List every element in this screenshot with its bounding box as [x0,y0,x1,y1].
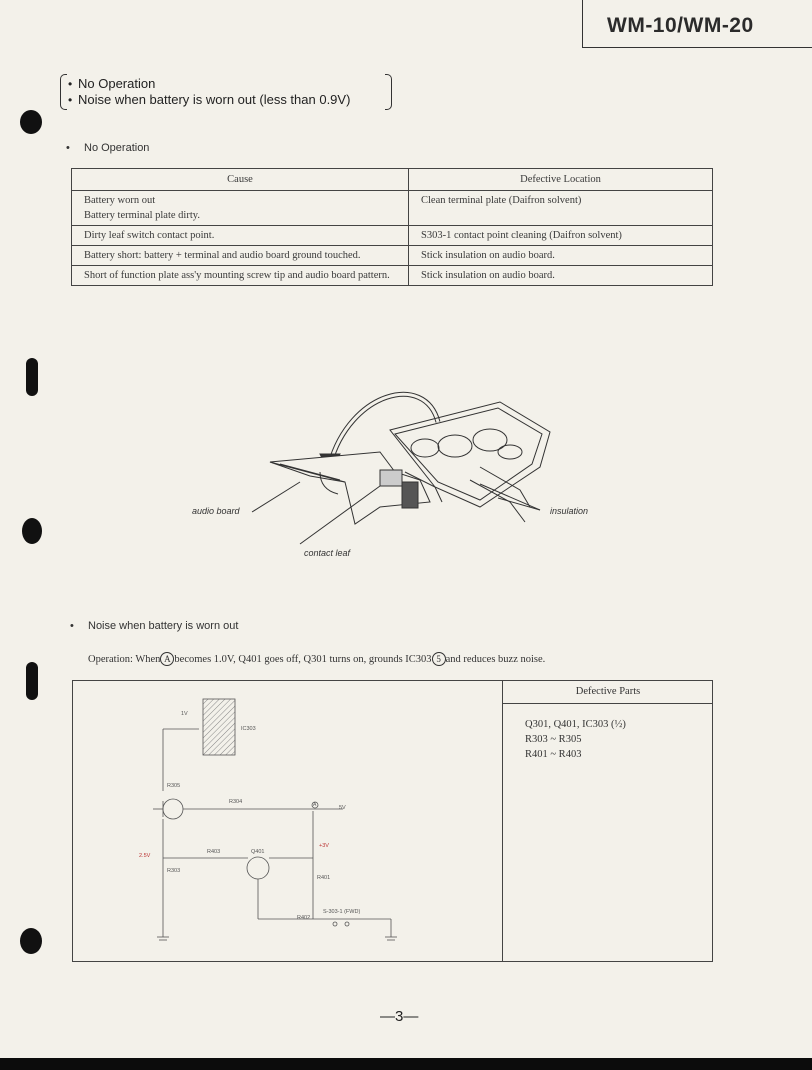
section-heading-no-operation: •No Operation [66,142,150,154]
model-title: WM-10/WM-20 [607,14,754,37]
schem-label-a: A [313,802,317,808]
punch-hole-4 [26,662,38,700]
schem-label-r403: R403 [207,849,221,855]
defective-part-item: R303 ~ R305 [525,734,582,745]
header-box [582,0,812,48]
label-contact-leaf: contact leaf [304,548,351,558]
cause-cell: Dirty leaf switch contact point. [71,225,409,246]
table-row: Short of function plate ass'y mounting s… [71,265,713,286]
table-row: Battery short: battery + terminal and au… [71,245,713,266]
location-cell: Clean terminal plate (Daifron solvent) [408,190,713,226]
schem-label-switch: S-303-1 (FWD) [323,909,361,915]
cause-cell: Short of function plate ass'y mounting s… [71,265,409,286]
defective-part-item: R401 ~ R403 [525,749,582,760]
label-insulation: insulation [550,506,589,516]
marker-5: 5 [431,652,446,666]
schem-label-r303: R303 [167,868,181,874]
schem-label-r402: R402 [297,915,311,921]
defective-parts-header: Defective Parts [503,681,713,704]
marker-a: A [160,652,175,666]
punch-hole-5 [20,928,42,954]
schem-label-5v: 5V [339,805,346,811]
punch-hole-2 [26,358,38,396]
location-cell: S303-1 contact point cleaning (Daifron s… [408,225,713,246]
label-audio-board: audio board [192,506,240,516]
table-header: Cause [71,168,409,191]
summary-item: •Noise when battery is worn out (less th… [68,92,351,107]
schem-label-r304: R304 [229,799,243,805]
schem-label-plus: +3V [319,843,329,849]
schem-label-r305: R305 [167,783,181,789]
schem-label-q401: Q401 [251,849,265,855]
punch-hole-1 [20,110,42,134]
schem-label-r401: R401 [317,875,331,881]
schematic-box: Defective Parts Q301, Q401, IC303 (½) R3… [72,680,713,962]
table-row: Battery worn out Battery terminal plate … [71,190,713,226]
location-cell: Stick insulation on audio board. [408,245,713,266]
schem-label-ic303: IC303 [241,726,256,732]
location-cell: Stick insulation on audio board. [408,265,713,286]
defective-part-item: Q301, Q401, IC303 (½) [525,719,626,730]
punch-hole-3 [22,518,42,544]
page-number: —3— [380,1008,419,1025]
illustration-drawing [251,391,551,545]
cause-cell: Battery worn out Battery terminal plate … [71,190,409,226]
circuit-schematic [153,698,397,941]
schem-label-2v5: 2.5V [139,853,151,859]
cause-cell: Battery short: battery + terminal and au… [71,245,409,266]
audio-board-illustration: audio board contact leaf insulation [180,372,620,572]
cause-table: Cause Defective Location Battery worn ou… [71,168,713,286]
schem-label-1v: 1V [181,711,188,717]
section-heading-noise: •Noise when battery is worn out [70,620,239,632]
scan-edge [0,1058,812,1070]
table-header: Defective Location [408,168,713,191]
summary-item: •No Operation [68,76,156,91]
summary-bracket: •No Operation •Noise when battery is wor… [60,74,392,110]
table-row: Dirty leaf switch contact point. S303-1 … [71,225,713,246]
